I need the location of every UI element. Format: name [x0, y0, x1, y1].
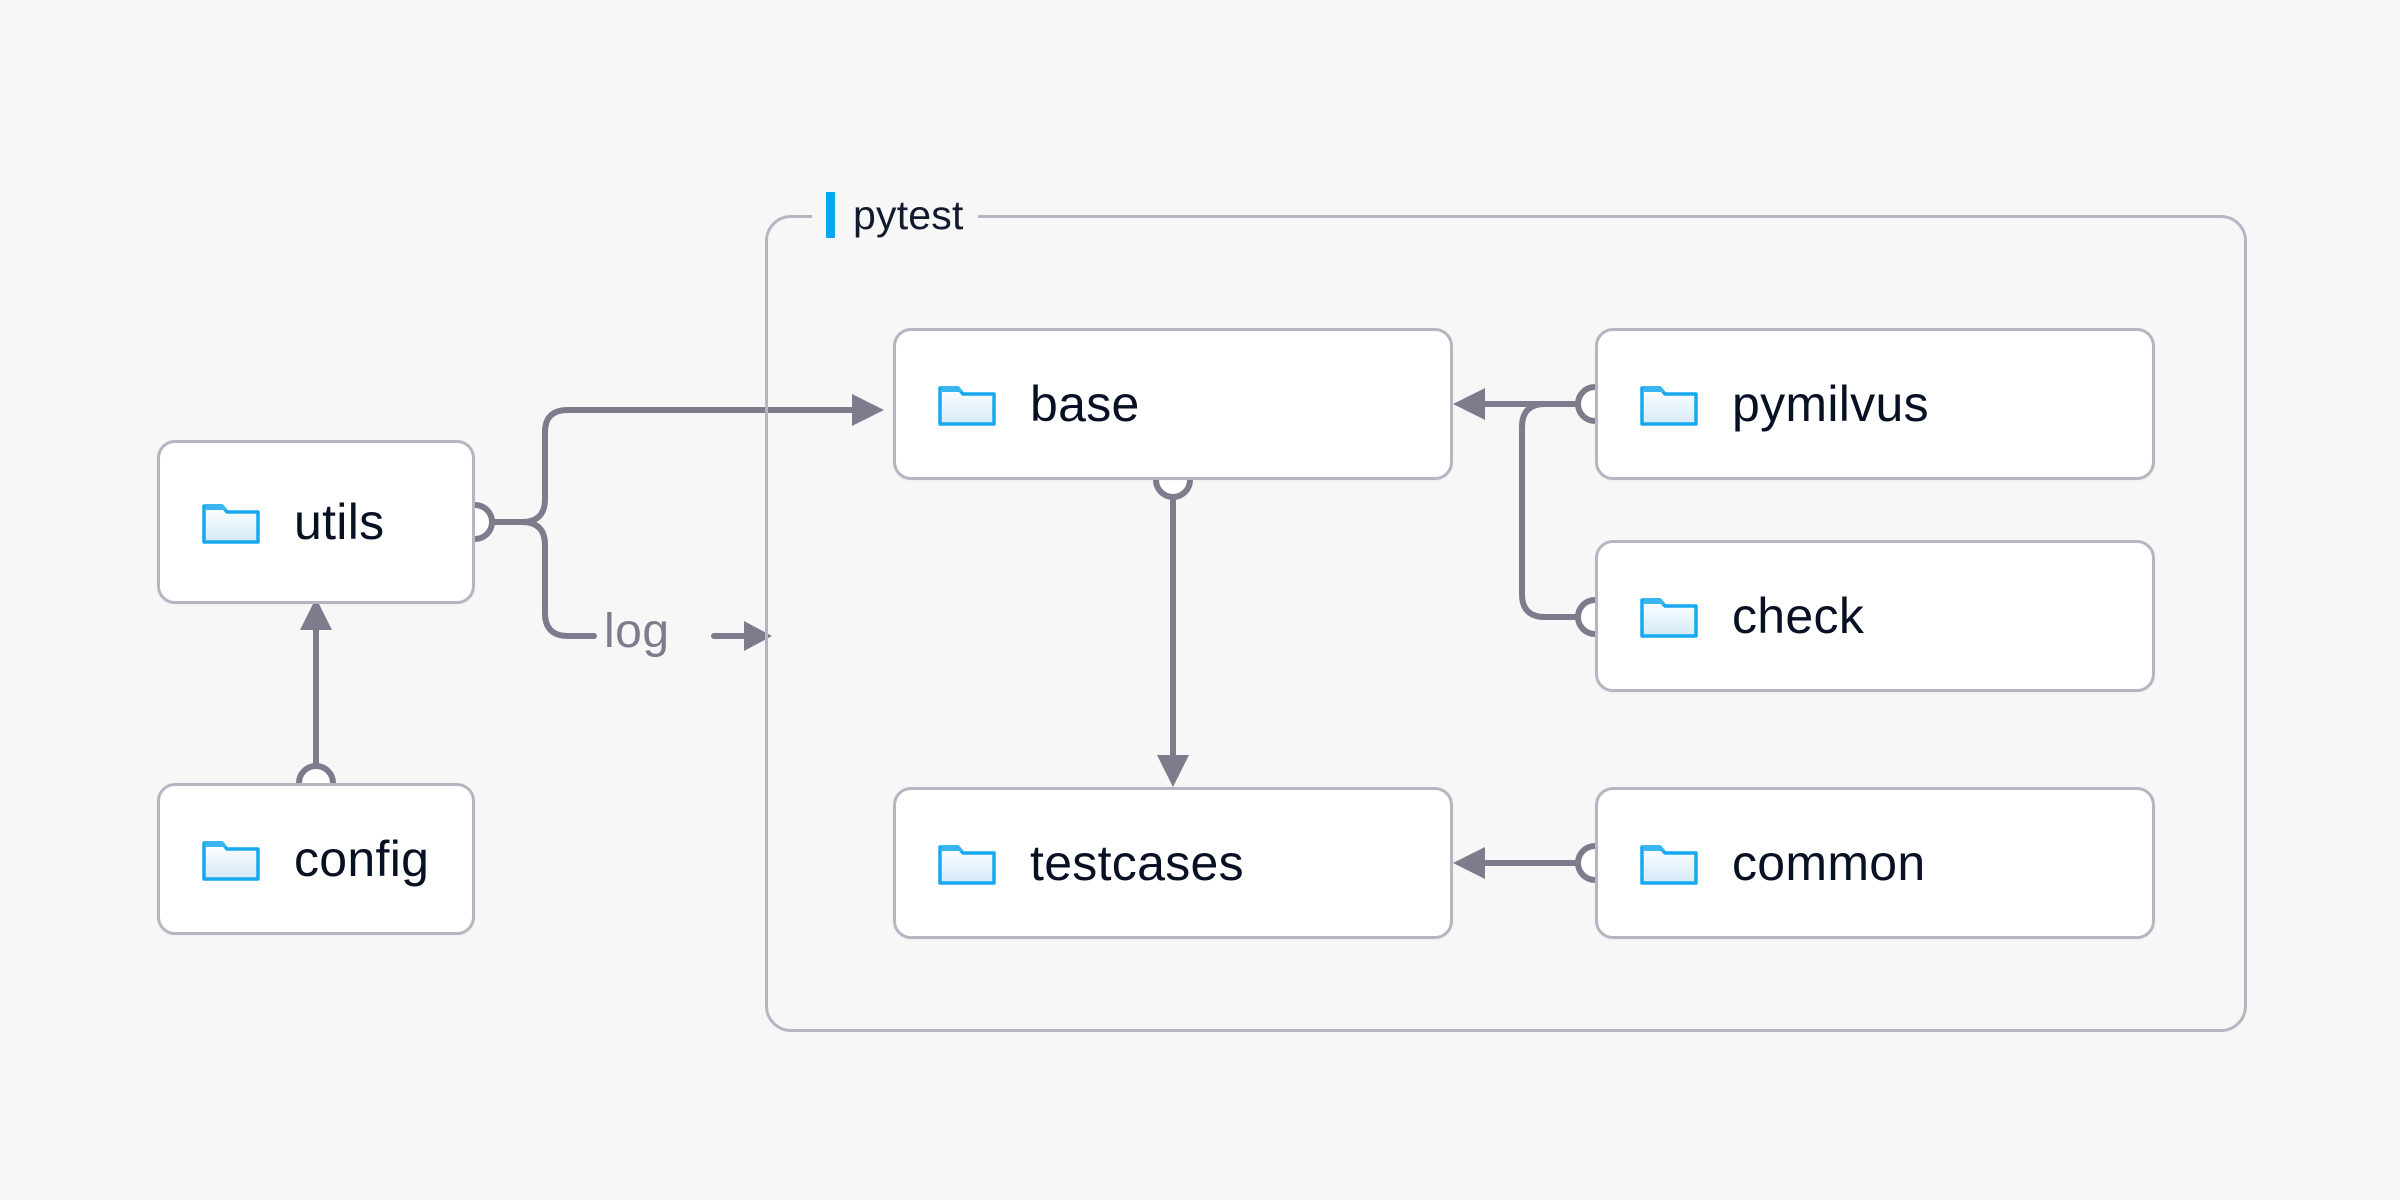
node-label: check	[1732, 588, 1865, 644]
node-label: utils	[294, 494, 385, 550]
node-label: pymilvus	[1732, 376, 1929, 432]
folder-icon	[202, 841, 260, 881]
node-config[interactable]: config	[157, 783, 475, 935]
pytest-group-label: pytest	[812, 187, 978, 243]
node-testcases[interactable]: testcases	[893, 787, 1453, 939]
pytest-group-container[interactable]	[765, 215, 2247, 1032]
node-base[interactable]: base	[893, 328, 1453, 480]
edge-config-to-utils	[300, 598, 332, 772]
arrow-log-to-pytest	[711, 621, 772, 651]
node-label: testcases	[1030, 835, 1244, 891]
node-check[interactable]: check	[1595, 540, 2155, 692]
edge-utils-to-log	[486, 519, 597, 639]
folder-icon	[1640, 598, 1698, 638]
folder-icon	[202, 504, 260, 544]
folder-icon	[938, 845, 996, 885]
node-label: common	[1732, 835, 1926, 891]
node-label: base	[1030, 376, 1140, 432]
edge-label-log: log	[604, 605, 670, 658]
folder-icon	[1640, 845, 1698, 885]
node-common[interactable]: common	[1595, 787, 2155, 939]
folder-icon	[938, 386, 996, 426]
accent-bar-icon	[826, 192, 835, 238]
node-label: config	[294, 831, 430, 887]
node-pymilvus[interactable]: pymilvus	[1595, 328, 2155, 480]
node-utils[interactable]: utils	[157, 440, 475, 604]
group-label-text: pytest	[853, 191, 964, 238]
folder-icon	[1640, 386, 1698, 426]
